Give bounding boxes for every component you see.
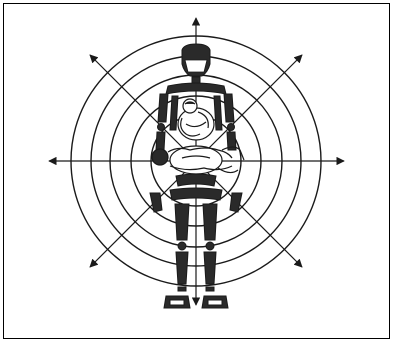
figure-right-thigh	[203, 204, 217, 240]
figure-hips	[170, 188, 222, 200]
figure-right-upper-arm	[224, 94, 234, 122]
figure-right-shin	[204, 252, 216, 284]
figure-left-forearm	[156, 132, 165, 150]
figure-left-upper-arm	[158, 94, 168, 122]
figure-neck	[192, 77, 200, 83]
figure-left-shin	[176, 252, 188, 284]
curled-infant-figure	[178, 99, 214, 140]
figure-left-thigh	[175, 204, 189, 240]
